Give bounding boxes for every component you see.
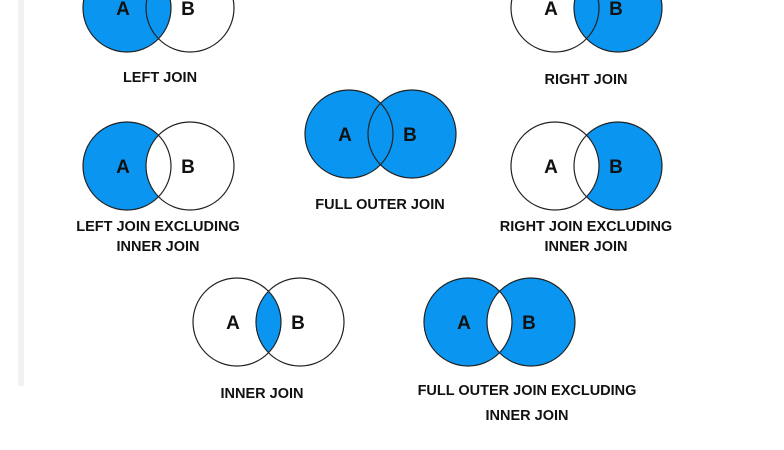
shaded-region-a-only — [82, 0, 159, 52]
shaded-region-both — [256, 291, 281, 353]
caption-line: INNER JOIN — [485, 408, 569, 424]
circle-a — [82, 0, 172, 53]
set-label-b: B — [291, 313, 305, 334]
circle-a — [510, 121, 600, 211]
set-label-a: A — [544, 157, 558, 178]
circle-b — [145, 121, 235, 211]
set-label-b: B — [609, 0, 623, 20]
caption-inner-join: INNER JOIN — [162, 384, 362, 404]
caption-line: LEFT JOIN — [122, 70, 198, 86]
caption-left-join: LEFT JOIN — [60, 68, 260, 88]
caption-line: INNER JOIN — [116, 239, 200, 255]
shaded-region-a-only — [82, 122, 159, 210]
set-label-b: B — [522, 313, 536, 334]
circle-a — [423, 277, 513, 367]
caption-left-join-excluding: LEFT JOIN EXCLUDING INNER JOIN — [48, 217, 268, 257]
set-label-b: B — [181, 157, 195, 178]
circle-a — [192, 277, 282, 367]
caption-full-outer-excluding: FULL OUTER JOIN EXCLUDING INNER JOIN — [397, 379, 657, 429]
set-label-a: A — [116, 0, 130, 20]
circle-b — [486, 277, 576, 367]
shaded-region-b-only — [586, 0, 663, 52]
caption-right-join: RIGHT JOIN — [486, 70, 686, 90]
caption-right-join-excluding: RIGHT JOIN EXCLUDING INNER JOIN — [466, 217, 706, 257]
shaded-region-a-only — [424, 278, 500, 366]
shaded-region-both — [574, 0, 599, 39]
circle-b — [573, 121, 663, 211]
caption-line: RIGHT JOIN EXCLUDING — [499, 219, 673, 235]
set-label-a: A — [457, 313, 471, 334]
circle-b — [367, 89, 457, 179]
circle-b — [255, 277, 345, 367]
circle-a — [304, 89, 394, 179]
set-label-b: B — [181, 0, 195, 20]
left-divider — [18, 0, 24, 386]
set-label-a: A — [226, 313, 240, 334]
circle-a — [510, 0, 600, 53]
caption-line: INNER JOIN — [544, 239, 628, 255]
set-label-b: B — [403, 125, 417, 146]
shaded-region-b-only — [499, 278, 575, 366]
shaded-region-b-only — [586, 122, 662, 210]
shaded-region-a-only — [305, 90, 381, 178]
shaded-region-both — [368, 103, 393, 165]
caption-full-outer-join: FULL OUTER JOIN — [280, 195, 480, 215]
shaded-region-b-only — [380, 90, 456, 178]
circle-a — [82, 121, 172, 211]
set-label-b: B — [609, 157, 623, 178]
set-label-a: A — [544, 0, 558, 20]
caption-line: LEFT JOIN EXCLUDING — [76, 219, 240, 235]
caption-line: FULL OUTER JOIN EXCLUDING — [417, 383, 637, 399]
caption-line: INNER JOIN — [220, 386, 304, 402]
circle-b — [573, 0, 663, 53]
shaded-region-both — [146, 0, 171, 39]
caption-line: RIGHT JOIN — [544, 72, 628, 88]
circle-b — [145, 0, 235, 53]
set-label-a: A — [338, 125, 352, 146]
caption-line: FULL OUTER JOIN — [315, 197, 445, 213]
set-label-a: A — [116, 157, 130, 178]
